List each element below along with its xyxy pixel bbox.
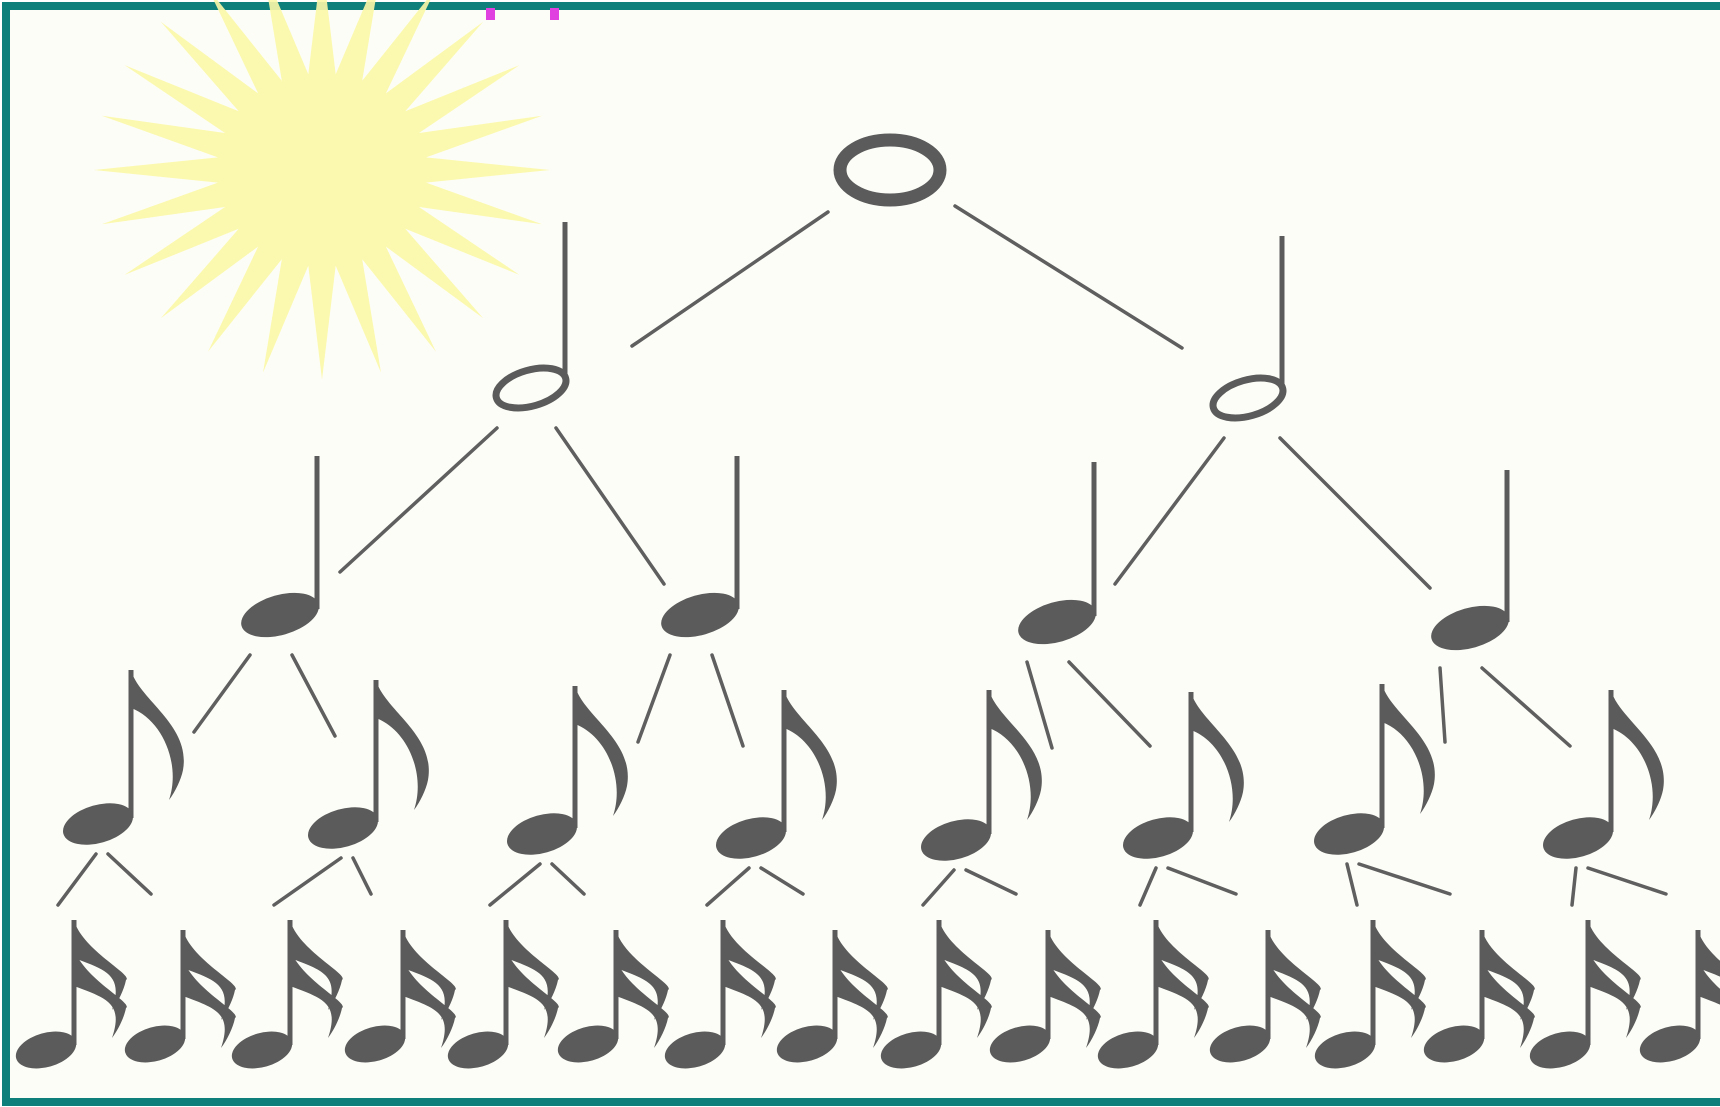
magenta-mark <box>486 8 495 20</box>
magenta-mark <box>550 8 559 20</box>
